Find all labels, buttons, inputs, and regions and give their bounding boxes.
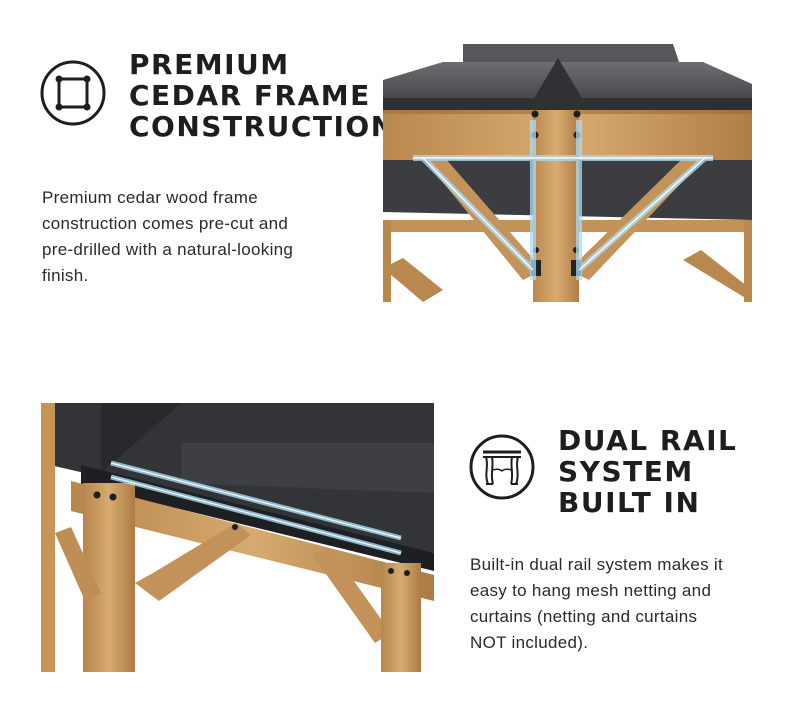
section-description-rail: Built-in dual rail system makes it easy …	[470, 552, 770, 656]
description-line: Built-in dual rail system makes it	[470, 555, 723, 574]
description-line: construction comes pre-cut and	[42, 214, 289, 233]
heading-line: PREMIUM	[129, 48, 290, 81]
section-description-frame: Premium cedar wood frame construction co…	[42, 185, 342, 289]
heading-line: CEDAR FRAME	[129, 79, 371, 112]
curtain-rail-icon	[469, 434, 535, 505]
description-line: Premium cedar wood frame	[42, 188, 258, 207]
description-line: NOT included).	[470, 633, 589, 652]
description-line: easy to hang mesh netting and	[470, 581, 712, 600]
gazebo-frame-photo	[383, 40, 752, 302]
gazebo-rail-photo	[41, 403, 434, 672]
frame-construction-icon	[40, 60, 106, 131]
description-line: curtains (netting and curtains	[470, 607, 698, 626]
heading-line: BUILT IN	[558, 486, 701, 519]
heading-line: SYSTEM	[558, 455, 694, 488]
description-line: finish.	[42, 266, 89, 285]
section-heading-rail: DUAL RAIL SYSTEM BUILT IN	[558, 425, 737, 518]
description-line: pre-drilled with a natural-looking	[42, 240, 294, 259]
heading-line: DUAL RAIL	[558, 424, 738, 457]
heading-line: CONSTRUCTION	[129, 110, 396, 143]
section-heading-frame: PREMIUM CEDAR FRAME CONSTRUCTION	[129, 49, 396, 142]
